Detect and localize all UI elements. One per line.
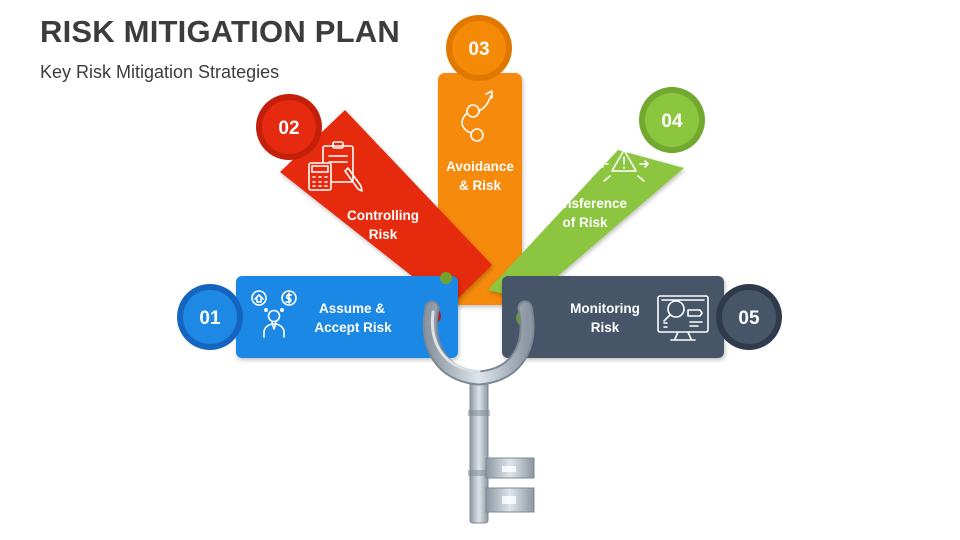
badge-number: 02 <box>278 118 299 139</box>
monitor-magnifier-icon <box>657 295 709 341</box>
page-title: RISK MITIGATION PLAN <box>40 14 400 49</box>
badge-02: 02 <box>256 94 322 160</box>
key-shaft <box>468 377 535 524</box>
step-05-label-line2: Risk <box>591 320 620 335</box>
step-01-label-line2: Accept Risk <box>314 320 392 335</box>
badge-04: 04 <box>639 87 705 153</box>
page-subtitle: Key Risk Mitigation Strategies <box>40 62 280 82</box>
clipboard-calculator-icon <box>308 141 363 192</box>
step-01-label-line1: Assume & <box>319 301 385 316</box>
step-03-label-line2: & Risk <box>459 178 502 193</box>
warning-spread-icon <box>599 136 649 182</box>
card-transference <box>488 150 684 300</box>
badge-number: 01 <box>199 308 221 329</box>
step-05-label-line1: Monitoring <box>570 301 640 316</box>
card-controlling <box>280 110 492 306</box>
card-hole <box>440 272 452 284</box>
user-thinking-icon <box>251 290 297 338</box>
card-monitoring <box>502 276 724 358</box>
step-02-label-line2: Risk <box>369 227 398 242</box>
badge-01: 01 <box>177 284 243 350</box>
card-assume <box>236 276 458 358</box>
step-03-label-line1: Avoidance <box>446 159 514 174</box>
step-04-label-line2: of Risk <box>562 215 608 230</box>
badge-number: 03 <box>468 39 489 60</box>
key-ring <box>422 300 535 386</box>
step-04-label-line1: Transference <box>543 196 628 211</box>
badge-05: 05 <box>716 284 782 350</box>
badge-number: 04 <box>661 111 683 132</box>
badge-number: 05 <box>738 308 760 329</box>
step-02-label-line1: Controlling <box>347 208 419 223</box>
path-arrow-icon <box>461 90 493 142</box>
badge-03: 03 <box>446 15 512 81</box>
